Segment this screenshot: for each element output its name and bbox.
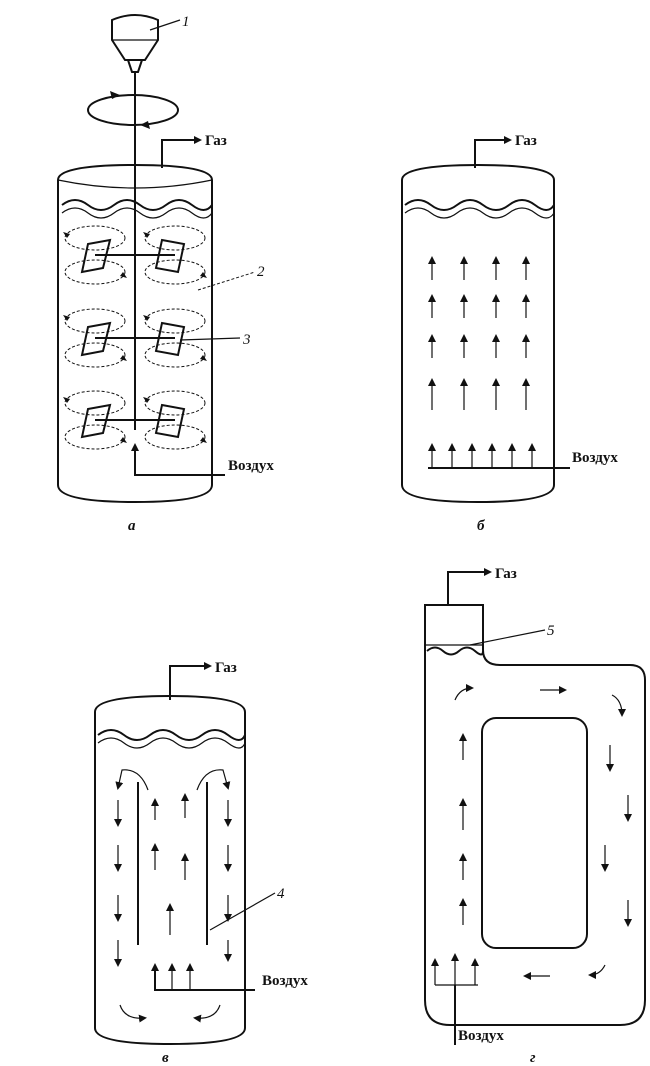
rising-bubbles <box>428 256 530 410</box>
callout-2: 2 <box>257 264 265 280</box>
loop-outer <box>424 604 646 1026</box>
caption-a: а <box>128 518 136 534</box>
callout-3: 3 <box>242 332 251 348</box>
air-label-v: Воздух <box>262 973 308 989</box>
reactor-v <box>94 662 276 1046</box>
callout-5: 5 <box>547 623 555 639</box>
caption-b: б <box>477 518 485 534</box>
vessel-v <box>94 694 246 1046</box>
air-label-a: Воздух <box>228 458 274 474</box>
air-label-g: Воздух <box>458 1028 504 1044</box>
vessel-a <box>57 163 213 504</box>
callout-4: 4 <box>277 886 285 902</box>
gas-outlet-pipe <box>161 136 202 168</box>
impeller-level-1 <box>63 225 207 285</box>
impeller-level-2 <box>63 308 207 368</box>
gas-label-b: Газ <box>515 133 537 149</box>
reactor-a <box>57 14 256 504</box>
loop-inner <box>481 717 588 949</box>
motor-icon <box>111 14 159 73</box>
caption-g: г <box>530 1050 536 1066</box>
impeller-level-3 <box>63 390 207 450</box>
gas-label-g: Газ <box>495 566 517 582</box>
air-sparger <box>428 443 570 469</box>
reactor-b <box>401 136 570 504</box>
gas-label-v: Газ <box>215 660 237 676</box>
caption-v: в <box>162 1050 169 1066</box>
gas-label-a: Газ <box>205 133 227 149</box>
reactor-g <box>424 568 646 1045</box>
air-label-b: Воздух <box>572 450 618 466</box>
rotation-indicator-icon <box>87 94 179 126</box>
air-inlet-pipe <box>131 443 225 476</box>
callout-1: 1 <box>182 14 190 30</box>
liquid-surface <box>61 199 213 211</box>
vessel-b <box>401 163 555 504</box>
